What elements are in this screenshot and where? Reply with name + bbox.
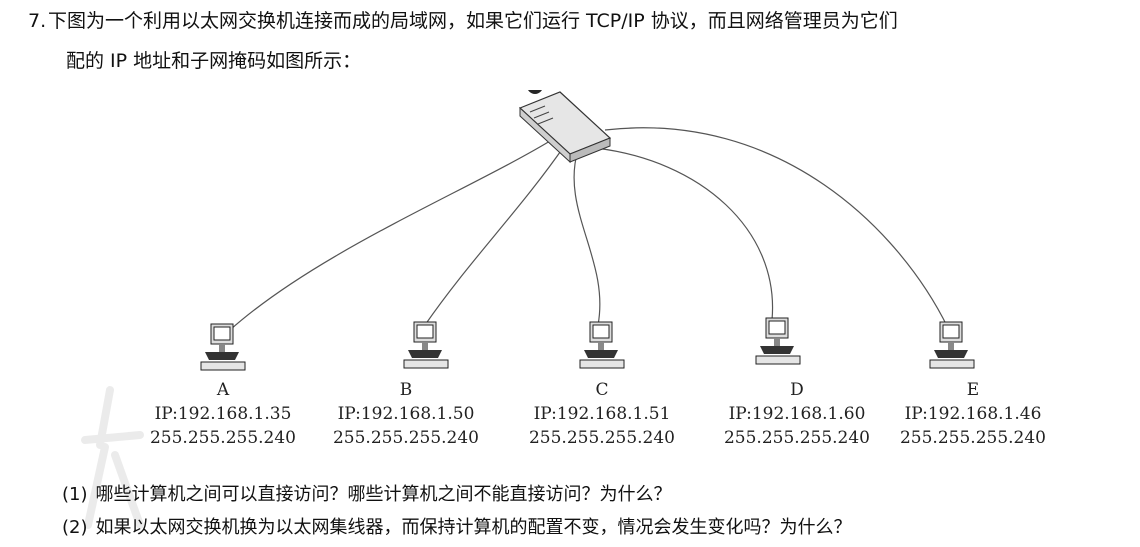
computer-e-mask: 255.255.255.240	[899, 428, 1046, 448]
computer-a-name: A	[216, 380, 230, 400]
watermark-glyph-icon	[81, 386, 144, 529]
computer-d-label: D IP:192.168.1.60 255.255.255.240	[717, 378, 877, 450]
cable-d	[594, 147, 774, 321]
computer-c-label: C IP:192.168.1.51 255.255.255.240	[522, 378, 682, 450]
computer-b-ip: IP:192.168.1.50	[337, 404, 475, 424]
computer-b-label: B IP:192.168.1.50 255.255.255.240	[326, 378, 486, 450]
computer-c-name: C	[595, 380, 609, 400]
question-text-line1: 下图为一个利用以太网交换机连接而成的局域网，如果它们运行 TCP/IP 协议，而…	[48, 10, 898, 32]
computer-c-ip: IP:192.168.1.51	[533, 404, 671, 424]
cable-c	[573, 149, 601, 326]
computer-e-name: E	[966, 380, 980, 400]
cable-b	[424, 144, 566, 326]
subquestion-2: (2) 如果以太网交换机换为以太网集线器，而保持计算机的配置不变，情况会发生变化吗…	[62, 513, 852, 539]
computer-c-mask: 255.255.255.240	[528, 428, 675, 448]
cable-e	[604, 127, 949, 329]
ethernet-switch-icon	[518, 91, 612, 164]
computer-a-ip: IP:192.168.1.35	[154, 404, 292, 424]
computer-e-ip: IP:192.168.1.46	[904, 404, 1042, 424]
computer-d-mask: 255.255.255.240	[723, 428, 870, 448]
subquestion-2-text: 如果以太网交换机换为以太网集线器，而保持计算机的配置不变，情况会发生变化吗？为什…	[95, 517, 852, 538]
computer-b-name: B	[399, 380, 413, 400]
computer-a-label: A IP:192.168.1.35 255.255.255.240	[143, 378, 303, 450]
computer-d-icon	[755, 317, 801, 365]
computer-e-icon	[929, 321, 975, 369]
watermark-dot	[528, 90, 542, 94]
question-number: 7.	[28, 10, 47, 32]
subquestion-2-tag: (2)	[62, 517, 88, 538]
computer-a-mask: 255.255.255.240	[149, 428, 296, 448]
computer-a-icon	[200, 323, 246, 371]
network-cables	[229, 90, 949, 331]
subquestion-1-text: 哪些计算机之间可以直接访问？哪些计算机之间不能直接访问？为什么？	[95, 484, 672, 505]
network-diagram: A IP:192.168.1.35 255.255.255.240 B IP:1…	[0, 90, 1140, 460]
subquestion-1-tag: (1)	[62, 484, 88, 505]
computer-d-name: D	[790, 380, 804, 400]
computer-d-ip: IP:192.168.1.60	[728, 404, 866, 424]
computer-b-icon	[403, 321, 449, 369]
computer-c-icon	[579, 321, 625, 369]
question-text-line2: 配的 IP 地址和子网掩码如图所示：	[66, 50, 362, 72]
cable-a	[229, 137, 556, 331]
computer-b-mask: 255.255.255.240	[332, 428, 479, 448]
subquestion-1: (1) 哪些计算机之间可以直接访问？哪些计算机之间不能直接访问？为什么？	[62, 480, 672, 506]
computer-e-label: E IP:192.168.1.46 255.255.255.240	[893, 378, 1053, 450]
